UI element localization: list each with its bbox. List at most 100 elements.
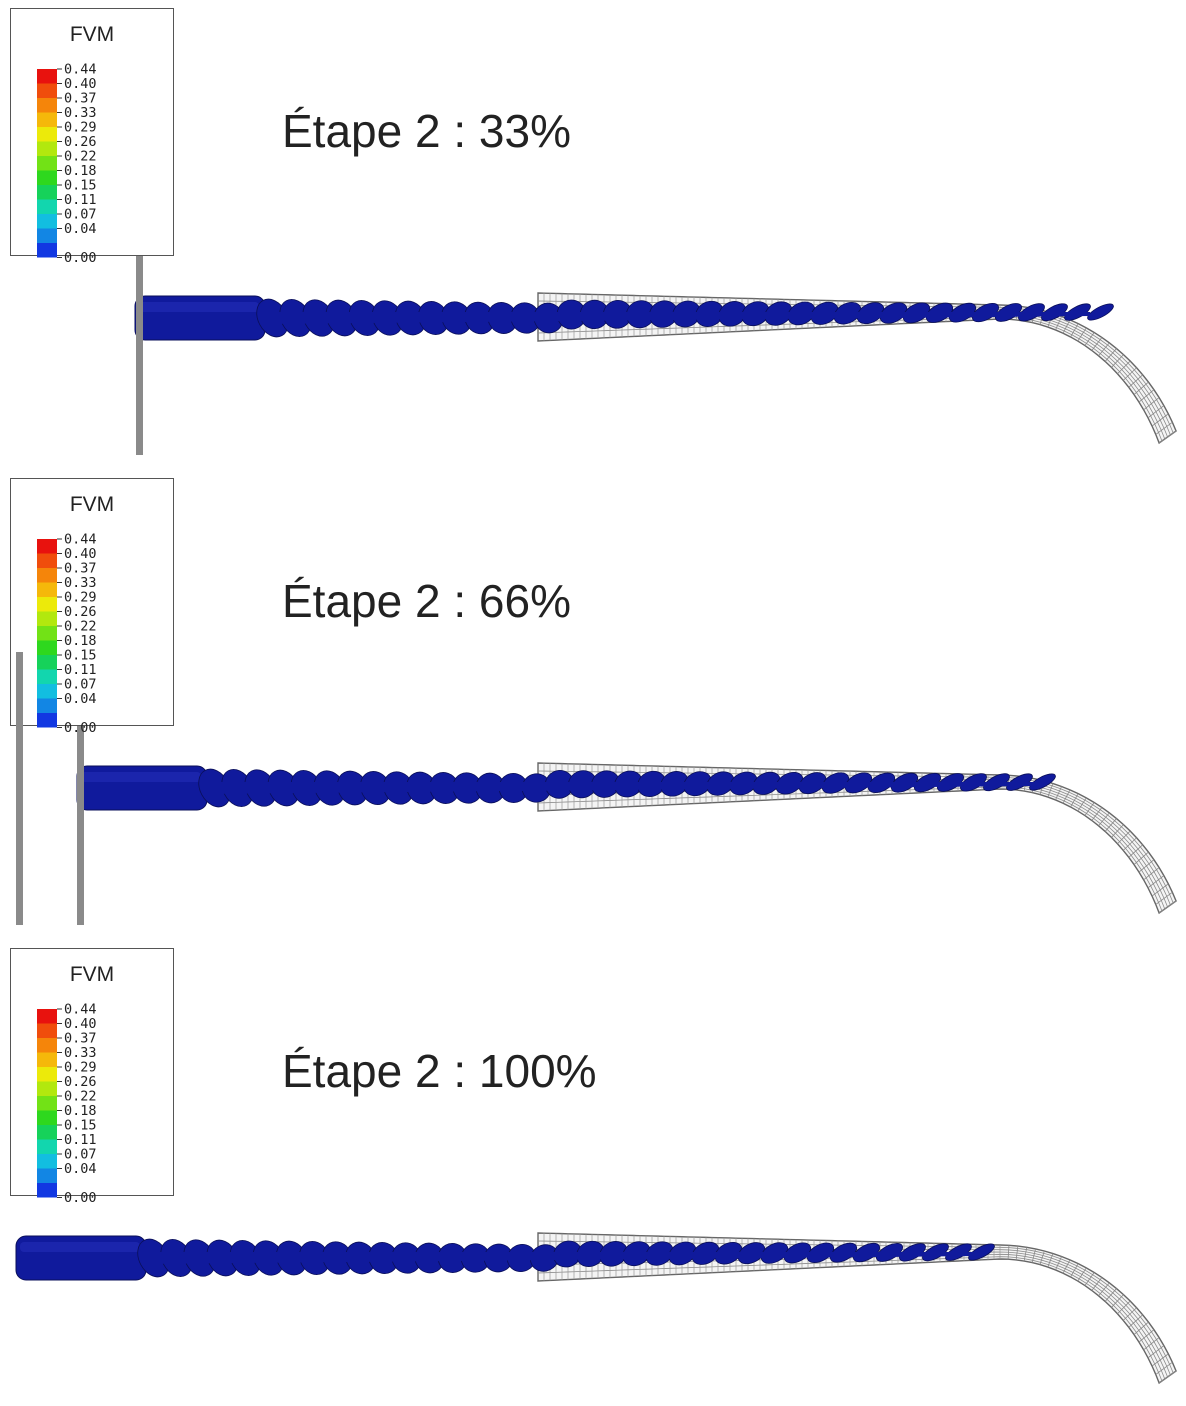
colorbar-label: 0.00 [64, 250, 97, 266]
canal-mesh-line [1128, 374, 1143, 388]
colorbar-swatch [37, 98, 57, 113]
colorbar-label: 0.15 [64, 178, 97, 194]
canal-mesh-line [1091, 807, 1103, 821]
colorbar-label: 0.26 [64, 1074, 97, 1090]
colorbar-label: 0.40 [64, 546, 97, 562]
canal-mesh-line [1055, 1256, 1062, 1271]
colorbar-swatch [37, 199, 57, 214]
colorbar-swatch [37, 553, 57, 568]
canal-mesh-line [1098, 812, 1110, 827]
colorbar-label: 0.44 [64, 1002, 97, 1018]
colorbar-swatch [37, 1168, 57, 1183]
file-core [203, 782, 1035, 794]
rod [136, 180, 143, 455]
colorbar-label: 0.18 [64, 163, 97, 179]
colorbar-label: 0.22 [64, 149, 97, 165]
colorbar-swatch [37, 1081, 57, 1096]
canal-mesh-line [1143, 397, 1160, 411]
canal-mesh-line [1128, 844, 1143, 858]
simulation-view [134, 180, 1177, 455]
canal-mesh-line [1143, 1337, 1160, 1351]
canal-mesh-line [1158, 1370, 1177, 1384]
colorbar-swatch [37, 626, 57, 641]
canal-mesh-line [1128, 1314, 1143, 1328]
colorbar-swatch [37, 1096, 57, 1111]
colorbar-swatch [37, 698, 57, 713]
colorbar-swatch [37, 597, 57, 612]
canal-mesh-line [1077, 1267, 1087, 1282]
canal-mesh-line [1047, 1253, 1054, 1268]
scene-group [76, 650, 1177, 925]
canal-mesh-line [1055, 786, 1062, 801]
canal-mesh-line [1098, 1282, 1110, 1297]
colorbar-label: 0.00 [64, 1190, 97, 1206]
canal-mesh-line [1111, 824, 1124, 838]
canal-mesh-line [1122, 367, 1137, 381]
colorbar-swatch [37, 1110, 57, 1125]
colorbar-swatch [37, 1183, 57, 1198]
colorbar-swatch [37, 1023, 57, 1038]
canal-mesh-line [1133, 381, 1149, 395]
colorbar-label: 0.22 [64, 619, 97, 635]
canal-mesh-line [1091, 337, 1103, 351]
canal-mesh-line [1091, 1277, 1103, 1291]
colorbar-swatch [37, 684, 57, 699]
canal-mesh-line [1070, 1263, 1079, 1278]
colorbar-label: 0.07 [64, 677, 97, 693]
simulation-view [15, 652, 1177, 1385]
colorbar-label: 0.22 [64, 1089, 97, 1105]
file-shank-highlight [20, 1242, 140, 1252]
canal-mesh-line [1133, 1321, 1149, 1335]
colorbar-label: 0.37 [64, 1031, 97, 1047]
canal-mesh-line [1158, 430, 1177, 444]
canal-mesh-line [1070, 323, 1079, 338]
canal-mesh-line [1047, 783, 1054, 798]
canal-mesh-line [1077, 327, 1087, 342]
rod [16, 652, 23, 925]
file-shank-highlight [81, 772, 201, 782]
scene-group [134, 180, 1177, 455]
colorbar-swatch [37, 713, 57, 728]
colorbar-swatch [37, 1154, 57, 1169]
colorbar-label: 0.04 [64, 1161, 97, 1177]
colorbar-label: 0.11 [64, 192, 97, 208]
canal-mesh-line [1155, 422, 1173, 435]
canal-mesh-line [1155, 892, 1173, 905]
colorbar-swatch [37, 170, 57, 185]
canal-mesh-line [1117, 360, 1131, 375]
canal-mesh-line [1098, 342, 1110, 357]
canal-mesh-line [1062, 789, 1071, 804]
colorbar-label: 0.33 [64, 575, 97, 591]
canal-mesh-line [1122, 1307, 1137, 1321]
colorbar-label: 0.18 [64, 633, 97, 649]
canal-mesh-line [1147, 875, 1165, 889]
canal-mesh-line [1007, 1245, 1010, 1260]
colorbar-label: 0.11 [64, 662, 97, 678]
canal-mesh-line [1062, 1259, 1071, 1274]
colorbar-label: 0.33 [64, 105, 97, 121]
colorbar-label: 0.44 [64, 532, 97, 548]
colorbar-swatch [37, 243, 57, 258]
canal-mesh-line [1031, 1248, 1036, 1263]
colorbar-label: 0.44 [64, 62, 97, 78]
canal-mesh-line [1158, 900, 1177, 914]
canal-mesh-line [1084, 802, 1095, 816]
file-flute [968, 1243, 995, 1261]
colorbar-swatch [37, 611, 57, 626]
colorbar-label: 0.29 [64, 1060, 97, 1076]
colorbar-swatch [37, 141, 57, 156]
canal-mesh-line [1084, 332, 1095, 346]
step-title: Étape 2 : 66% [282, 575, 571, 627]
canal-mesh-line [1104, 348, 1117, 362]
canal-mesh-line [1151, 413, 1169, 427]
colorbar: 0.440.400.370.330.290.260.220.180.150.11… [37, 62, 97, 266]
canal-mesh-line [1138, 1329, 1155, 1343]
colorbar-swatch [37, 1038, 57, 1053]
canal-mesh-line [1117, 830, 1131, 845]
file-flutes [198, 768, 1056, 808]
